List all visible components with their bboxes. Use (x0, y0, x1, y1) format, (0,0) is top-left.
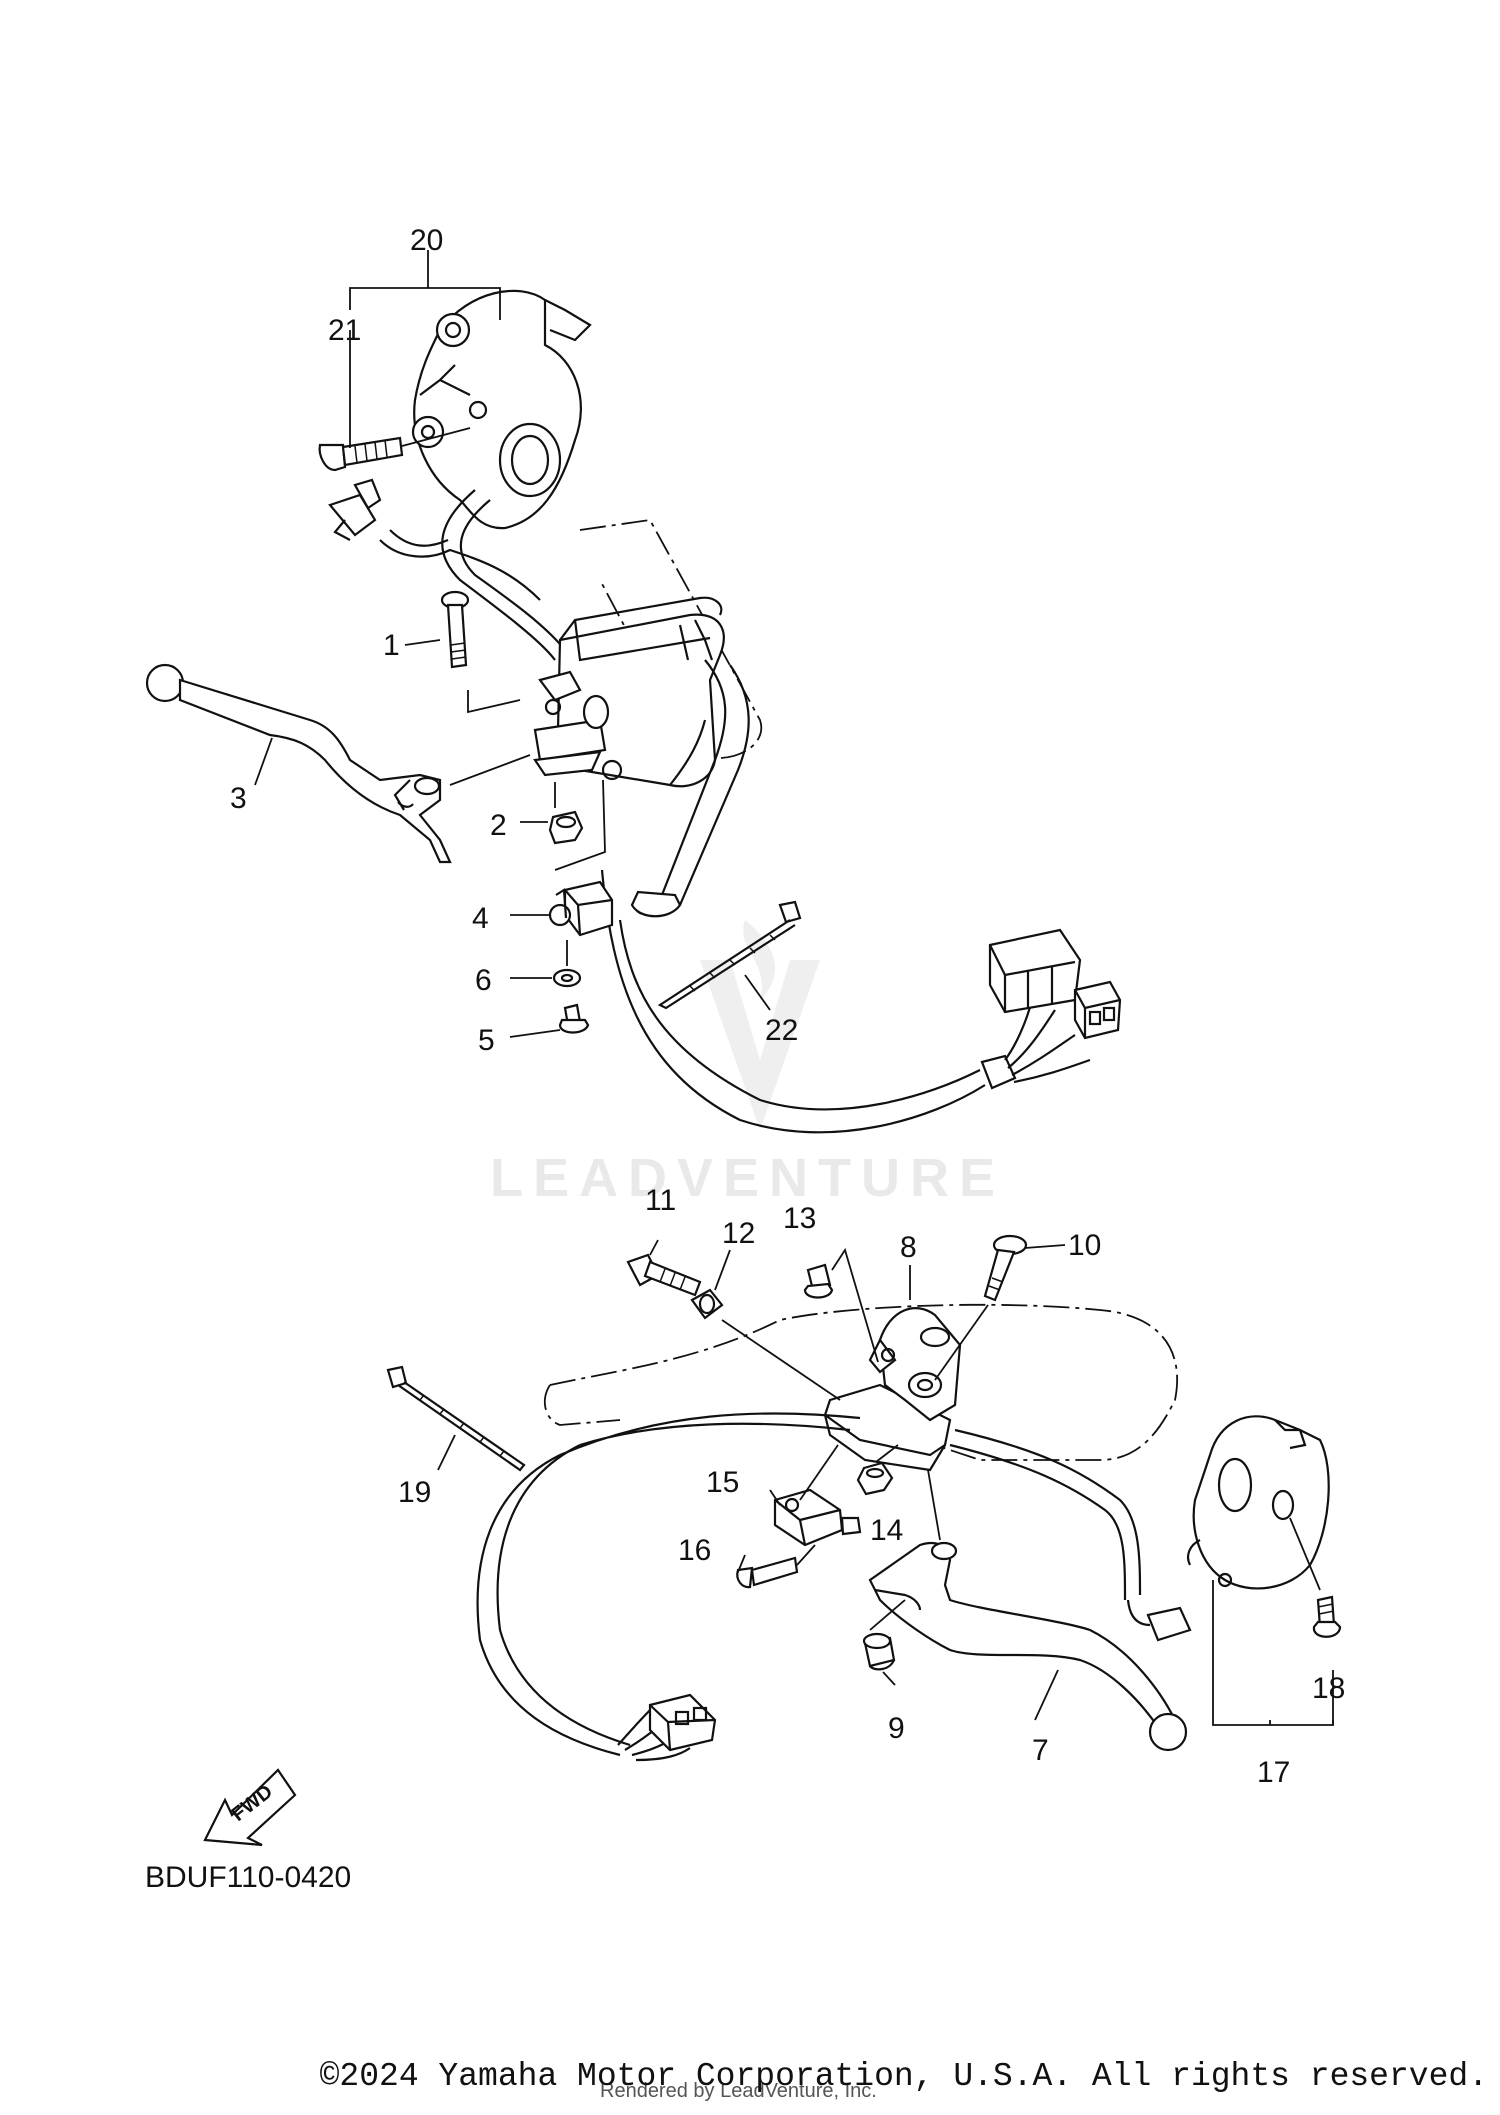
label-part-18: 18 (1312, 1672, 1345, 1705)
label-part-22: 22 (765, 1014, 798, 1047)
label-part-14: 14 (870, 1514, 903, 1547)
label-part-8: 8 (900, 1231, 917, 1264)
left-handlebar-switch (411, 289, 592, 530)
front-brake-lever (145, 663, 531, 864)
upper-brake-hose (630, 659, 750, 918)
screw-part-16 (736, 1544, 816, 1589)
label-part-11: 11 (645, 1184, 676, 1217)
label-part-20: 20 (410, 224, 443, 257)
lower-handlebar-dashed (543, 1303, 1179, 1461)
label-part-9: 9 (888, 1712, 905, 1745)
bolt-part-10 (934, 1234, 1028, 1381)
screw-part-5 (558, 1003, 590, 1034)
label-part-16: 16 (678, 1534, 711, 1567)
label-part-2: 2 (490, 809, 507, 842)
clutch-switch-part-15 (773, 1444, 862, 1547)
clutch-lever-holder (823, 1307, 962, 1472)
label-part-5: 5 (478, 1024, 495, 1057)
brake-switch-part-4 (548, 779, 614, 937)
leader-lines (254, 250, 1271, 1725)
label-part-4: 4 (472, 902, 489, 935)
bolt-part-21 (318, 427, 471, 472)
lower-harness (476, 1412, 1192, 1762)
bolt-part-1 (440, 590, 521, 714)
label-part-10: 10 (1068, 1229, 1101, 1262)
label-part-13: 13 (783, 1202, 816, 1235)
label-part-7: 7 (1032, 1734, 1049, 1767)
clutch-lever (868, 1541, 1188, 1752)
washer-part-6 (552, 940, 582, 988)
right-handlebar-switch (1186, 1415, 1334, 1726)
copyright-notice: ©2024 Yamaha Motor Corporation, U.S.A. A… (319, 2058, 1488, 2095)
nut-part-14 (856, 1444, 941, 1541)
diagram-code: BDUF110-0420 (145, 1861, 351, 1894)
rendered-by-text: Rendered by LeadVenture, Inc. (600, 2080, 877, 2102)
screw-part-13 (803, 1247, 879, 1363)
label-part-1: 1 (383, 629, 400, 662)
upper-lever-holder (533, 596, 725, 788)
leadventure-watermark: LEADVENTURE (490, 920, 1005, 1208)
label-part-6: 6 (475, 964, 492, 997)
cable-tie-part-22 (657, 900, 802, 1010)
upper-wire-harness (600, 869, 1122, 1134)
label-part-19: 19 (398, 1476, 431, 1509)
upper-switch-cable (328, 478, 566, 661)
label-part-3: 3 (230, 782, 247, 815)
collar-part-9 (862, 1599, 906, 1686)
label-part-17: 17 (1257, 1756, 1290, 1789)
cable-tie-part-19 (386, 1365, 526, 1472)
nut-part-2 (548, 782, 584, 845)
washer-part-12 (690, 1288, 841, 1401)
screw-part-18 (1312, 1595, 1342, 1725)
bolt-part-11 (626, 1253, 702, 1297)
label-part-21: 21 (328, 314, 361, 347)
watermark-text: LEADVENTURE (490, 1148, 1005, 1208)
label-part-15: 15 (706, 1466, 739, 1499)
part-labels: 20 21 1 3 2 4 6 5 22 11 12 13 8 10 19 15… (230, 224, 1345, 1789)
label-part-12: 12 (722, 1217, 755, 1250)
fwd-arrow-icon: FWD (203, 1768, 297, 1847)
